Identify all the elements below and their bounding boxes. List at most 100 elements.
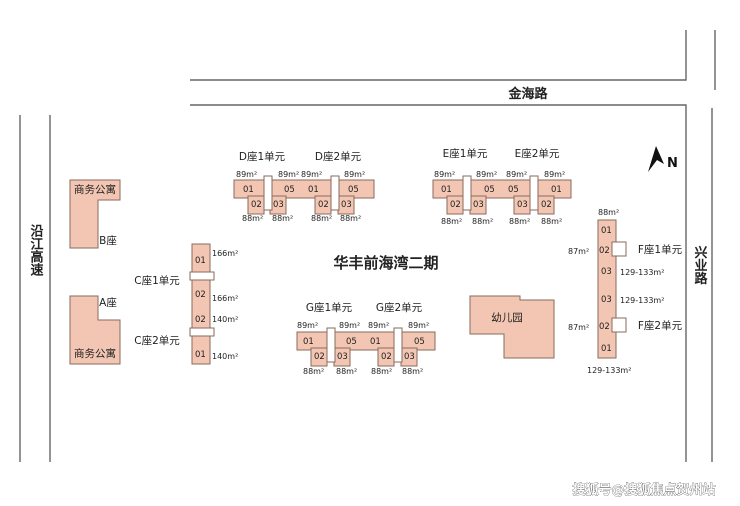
f-area-87b: 87m²	[568, 323, 589, 332]
g-area-88c: 88m²	[371, 367, 392, 376]
e-flat-02: 02	[450, 200, 461, 210]
e-flat-02b: 02	[541, 200, 552, 210]
e2-label: E座2单元	[515, 147, 560, 160]
road-label-left: 沿江高速	[28, 224, 44, 277]
building-g: G座1单元 G座2单元 01 05 01 05 02 03 02 03 89m²…	[296, 301, 436, 376]
g-flat-01b: 01	[370, 337, 381, 347]
f-area-88: 88m²	[598, 208, 619, 217]
d-area-88c: 88m²	[311, 214, 332, 223]
e-flat-05b: 05	[508, 185, 519, 195]
e-flat-03b: 03	[517, 200, 528, 210]
building-c: C座1单元 C座2单元 01 02 02 01 166m² 166m² 140m…	[134, 243, 238, 365]
north-arrow-icon: N	[648, 146, 678, 172]
road-lines	[19, 30, 716, 462]
d-area-88d: 88m²	[340, 214, 361, 223]
c1-label: C座1单元	[134, 274, 180, 287]
f-flat-03b: 03	[601, 295, 612, 305]
g-area-89b: 89m²	[339, 321, 360, 330]
compass-label: N	[667, 156, 678, 171]
d-flat-01b: 01	[308, 185, 319, 195]
road-label-top: 金海路	[507, 86, 548, 102]
e-flat-03: 03	[473, 200, 484, 210]
c-flat-02b: 02	[195, 315, 206, 325]
f-flat-01a: 01	[601, 226, 612, 236]
f-area-129c: 129-133m²	[587, 366, 631, 375]
f-flat-02b: 02	[599, 322, 610, 332]
f2-label: F座2单元	[638, 319, 683, 332]
g-area-89c: 89m²	[368, 321, 389, 330]
d-flat-03b: 03	[341, 200, 352, 210]
c-flat-01b: 01	[195, 350, 206, 360]
g-flat-01: 01	[303, 337, 314, 347]
e-area-88d: 88m²	[541, 217, 562, 226]
d2-label: D座2单元	[315, 150, 362, 163]
d-flat-02b: 02	[318, 200, 329, 210]
g-flat-02: 02	[314, 352, 325, 362]
g-flat-03: 03	[337, 352, 348, 362]
d-flat-01: 01	[243, 185, 254, 195]
f-flat-02a: 02	[599, 246, 610, 256]
e-area-89d: 89m²	[544, 170, 565, 179]
c2-label: C座2单元	[134, 334, 180, 347]
f-flat-03a: 03	[601, 267, 612, 277]
building-d: D座1单元 D座2单元 01 05 01 05 02 03 02 03 89m²…	[233, 150, 375, 223]
commercial-b-label: 商务公寓	[74, 183, 116, 196]
kindergarten-label: 幼儿园	[491, 311, 523, 324]
g-area-88b: 88m²	[336, 367, 357, 376]
building-e: E座1单元 E座2单元 01 05 05 01 02 03 03 02 89m²…	[432, 147, 572, 226]
g-flat-03b: 03	[404, 352, 415, 362]
e-area-89b: 89m²	[476, 170, 497, 179]
f-area-129b: 129-133m²	[620, 296, 664, 305]
c-flat-02a: 02	[195, 290, 206, 300]
f-flat-01b: 01	[601, 344, 612, 354]
g-area-89a: 89m²	[297, 321, 318, 330]
d-area-88b: 88m²	[272, 214, 293, 223]
c-area-140b: 140m²	[212, 352, 238, 361]
building-commercial-b: 商务公寓 B座	[69, 179, 121, 249]
g-area-89d: 89m²	[408, 321, 429, 330]
project-title: 华丰前海湾二期	[333, 254, 438, 272]
d-area-89d: 89m²	[344, 170, 365, 179]
c-area-140a: 140m²	[212, 315, 238, 324]
block-a-label: A座	[99, 296, 117, 309]
c-area-166b: 166m²	[212, 294, 238, 303]
d-flat-05: 05	[284, 185, 295, 195]
d1-label: D座1单元	[239, 150, 286, 163]
block-b-label: B座	[99, 234, 117, 247]
watermark: 搜狐号@搜狐焦点贺州站	[572, 482, 715, 498]
d-area-89a: 89m²	[236, 170, 257, 179]
road-label-right: 兴业路	[692, 245, 708, 285]
e1-label: E座1单元	[443, 147, 488, 160]
g-flat-05b: 05	[414, 337, 425, 347]
e-area-89a: 89m²	[434, 170, 455, 179]
d-area-89c: 89m²	[301, 170, 322, 179]
g1-label: G座1单元	[306, 301, 353, 314]
g-area-88a: 88m²	[303, 367, 324, 376]
f-area-129a: 129-133m²	[620, 268, 664, 277]
g-area-88d: 88m²	[402, 367, 423, 376]
g-flat-05: 05	[346, 337, 357, 347]
c-area-166a: 166m²	[212, 249, 238, 258]
f1-label: F座1单元	[638, 243, 683, 256]
c-flat-01a: 01	[195, 256, 206, 266]
d-area-88a: 88m²	[242, 214, 263, 223]
e-area-89c: 89m²	[506, 170, 527, 179]
d-flat-02: 02	[251, 200, 262, 210]
g2-label: G座2单元	[376, 301, 423, 314]
f-area-87a: 87m²	[568, 247, 589, 256]
building-commercial-a: A座 商务公寓	[69, 295, 121, 365]
kindergarten: 幼儿园	[469, 295, 555, 359]
e-area-88a: 88m²	[441, 217, 462, 226]
e-flat-05: 05	[484, 185, 495, 195]
building-f: F座1单元 F座2单元 01 02 03 03 02 01 88m² 87m² …	[568, 208, 683, 375]
e-flat-01b: 01	[551, 185, 562, 195]
d-flat-03: 03	[273, 200, 284, 210]
g-flat-02b: 02	[381, 352, 392, 362]
e-area-88b: 88m²	[472, 217, 493, 226]
d-flat-05b: 05	[348, 185, 359, 195]
d-area-89b: 89m²	[278, 170, 299, 179]
e-area-88c: 88m²	[509, 217, 530, 226]
commercial-a-label: 商务公寓	[74, 347, 116, 360]
e-flat-01: 01	[441, 185, 452, 195]
